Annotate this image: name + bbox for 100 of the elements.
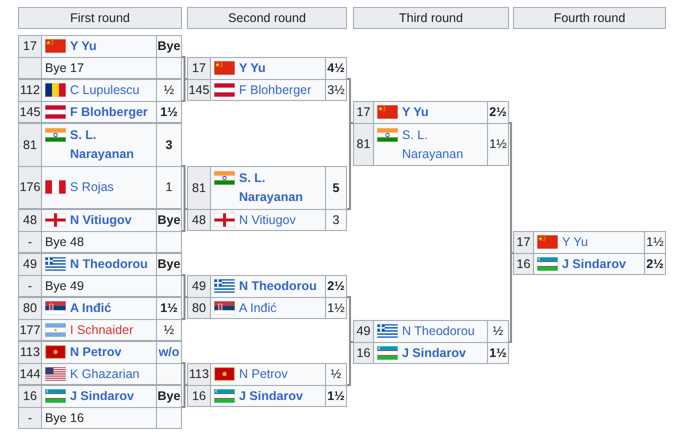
seed-cell: 16 — [514, 254, 534, 274]
player-row — [19, 363, 181, 384]
player-name: N Theodorou — [70, 256, 148, 273]
match-box — [18, 35, 182, 79]
bye-entry: Bye 17 — [45, 60, 84, 77]
match-box — [187, 275, 347, 319]
player-name: C Lupulescu — [70, 82, 140, 99]
player-row — [188, 385, 346, 406]
seed-cell: 113 — [19, 342, 42, 363]
player-name: N Vitiugov — [239, 212, 296, 229]
player-row — [19, 231, 181, 252]
player-row — [188, 209, 346, 230]
seed-cell: - — [19, 408, 42, 428]
match-box — [513, 231, 666, 275]
match-box — [18, 253, 182, 297]
player-row — [188, 276, 346, 297]
match-box — [18, 341, 182, 385]
seed-cell: 80 — [188, 298, 211, 318]
player-row — [188, 58, 346, 79]
bracket-line — [347, 122, 353, 210]
match-box — [353, 101, 509, 166]
player-name: N Petrov — [239, 366, 288, 383]
bracket-line — [182, 208, 187, 232]
seed-cell: - — [19, 276, 42, 296]
match-box — [18, 79, 182, 123]
player-name: Y Yu — [239, 60, 266, 77]
player-name: S. L. Narayanan — [402, 126, 464, 163]
player-name: F Blohberger — [239, 82, 312, 99]
seed-cell: 48 — [19, 210, 42, 231]
bracket-line — [182, 362, 187, 386]
score-cell: 1½ — [156, 102, 181, 122]
player-row — [19, 101, 181, 122]
score-cell: 1½ — [325, 298, 346, 318]
bye-entry: Bye 16 — [45, 410, 84, 427]
player-row — [19, 36, 181, 57]
player-name: Y Yu — [70, 38, 97, 55]
bye-entry: Bye 48 — [45, 234, 84, 251]
bracket-line — [182, 78, 187, 102]
player-row — [19, 275, 181, 296]
player-name: A Inđić — [239, 300, 277, 316]
player-row — [19, 210, 181, 231]
player-name: S. L. Narayanan — [70, 127, 135, 163]
seed-cell: 177 — [19, 320, 42, 340]
player-name: I Schnaider — [70, 322, 134, 338]
player-row — [19, 319, 181, 340]
seed-cell: 145 — [188, 80, 211, 100]
score-cell: 1½ — [487, 124, 508, 165]
player-row — [19, 254, 181, 275]
seed-cell: 49 — [19, 254, 42, 275]
player-name: Y Yu — [562, 234, 588, 251]
bracket-line — [347, 296, 353, 343]
score-cell: 1 — [156, 167, 181, 208]
seed-cell: 176 — [19, 167, 42, 208]
player-name: Y Yu — [402, 104, 429, 121]
match-box — [18, 209, 182, 253]
seed-cell: 17 — [514, 232, 534, 253]
seed-cell: 81 — [188, 167, 211, 209]
score-cell: ½ — [156, 320, 181, 340]
match-box — [18, 123, 182, 209]
seed-cell: 49 — [354, 321, 374, 342]
player-name: N Theodorou — [239, 278, 317, 295]
player-row — [19, 57, 181, 78]
seed-cell: 16 — [188, 386, 211, 406]
match-box — [18, 297, 182, 341]
player-row — [354, 123, 508, 165]
round-header: First round — [18, 7, 182, 29]
round-header: Third round — [353, 7, 509, 29]
player-row — [19, 386, 181, 407]
player-name: S. L. Narayanan — [239, 170, 304, 206]
player-name: N Theodorou — [402, 323, 475, 340]
player-name: N Petrov — [70, 344, 122, 361]
player-row — [354, 102, 508, 123]
player-row — [19, 166, 181, 208]
score-cell: 2½ — [644, 254, 665, 274]
score-cell: 3 — [325, 210, 346, 230]
seed-cell: - — [19, 232, 42, 252]
round-header: Fourth round — [513, 7, 666, 29]
player-name: N Vitiugov — [70, 212, 132, 229]
seed-cell: 17 — [19, 36, 42, 57]
seed-cell: 144 — [19, 364, 42, 384]
player-row — [354, 342, 508, 363]
seed-cell: 17 — [354, 102, 374, 123]
seed-cell: 145 — [19, 102, 42, 122]
player-row — [19, 407, 181, 428]
match-box — [353, 320, 509, 364]
player-name: J Sindarov — [70, 388, 134, 405]
bracket-line — [182, 274, 187, 298]
score-cell: 1½ — [487, 343, 508, 363]
player-name: J Sindarov — [402, 344, 466, 362]
round-header: Second round — [187, 7, 347, 29]
seed-cell: 81 — [19, 124, 42, 166]
player-name: K Ghazarian — [70, 366, 140, 382]
bracket-line — [347, 341, 353, 386]
score-cell: 1½ — [325, 386, 346, 406]
bracket-line — [182, 296, 187, 320]
seed-cell: 81 — [354, 124, 374, 165]
match-box — [187, 166, 347, 231]
seed-cell: 112 — [19, 80, 42, 101]
seed-cell: 113 — [188, 364, 211, 385]
match-box — [187, 57, 347, 101]
